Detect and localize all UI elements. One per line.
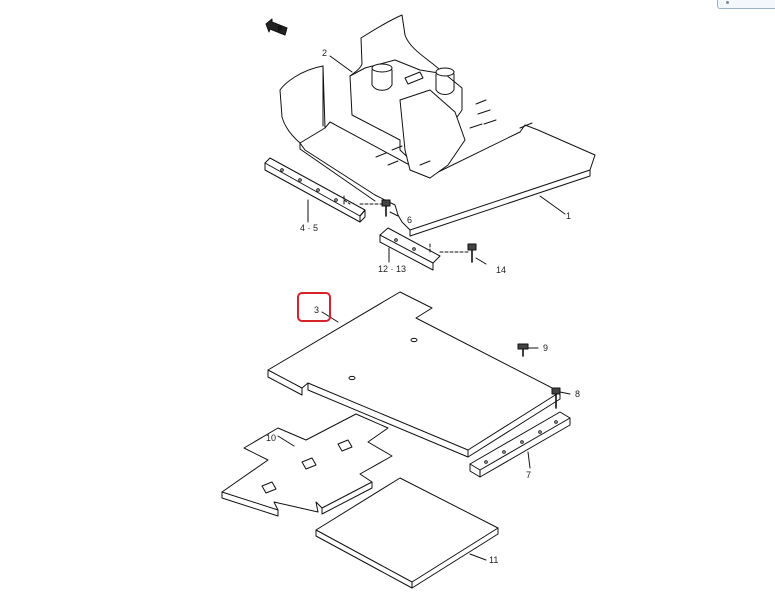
- callout-12-13: 12 · 13: [378, 264, 406, 274]
- callout-10: 10: [266, 433, 276, 443]
- callout-7: 7: [526, 470, 531, 480]
- mat-10: [221, 413, 393, 517]
- callout-1: 1: [566, 211, 571, 221]
- callout-11: 11: [489, 555, 498, 565]
- floor-mat-assembly: [279, 14, 596, 237]
- callout-6: 6: [407, 215, 412, 225]
- callout-3: 3: [314, 305, 319, 315]
- clip-9-icon: [517, 343, 539, 357]
- bolt-6-icon: [359, 199, 399, 217]
- callout-2: 2: [322, 48, 327, 58]
- callout-4-5: 4 · 5: [300, 223, 318, 233]
- rear-floor-mat-3: [267, 291, 561, 458]
- arrow-front-icon: F: [265, 18, 288, 36]
- window-corner-tab[interactable]: [717, 0, 775, 9]
- mat-11: [315, 477, 499, 589]
- bracket-7: [469, 411, 571, 478]
- corner-dot-icon: [726, 1, 729, 4]
- plate-4-5: [264, 157, 366, 223]
- callout-9: 9: [543, 343, 548, 353]
- screw-8-icon: [551, 387, 571, 409]
- highlight-callout-3[interactable]: [297, 292, 331, 322]
- direction-label: F: [278, 27, 282, 33]
- callout-14: 14: [496, 265, 506, 275]
- callout-8: 8: [575, 389, 580, 399]
- plate-12-13: [379, 227, 441, 271]
- screw-14-icon: [439, 243, 487, 265]
